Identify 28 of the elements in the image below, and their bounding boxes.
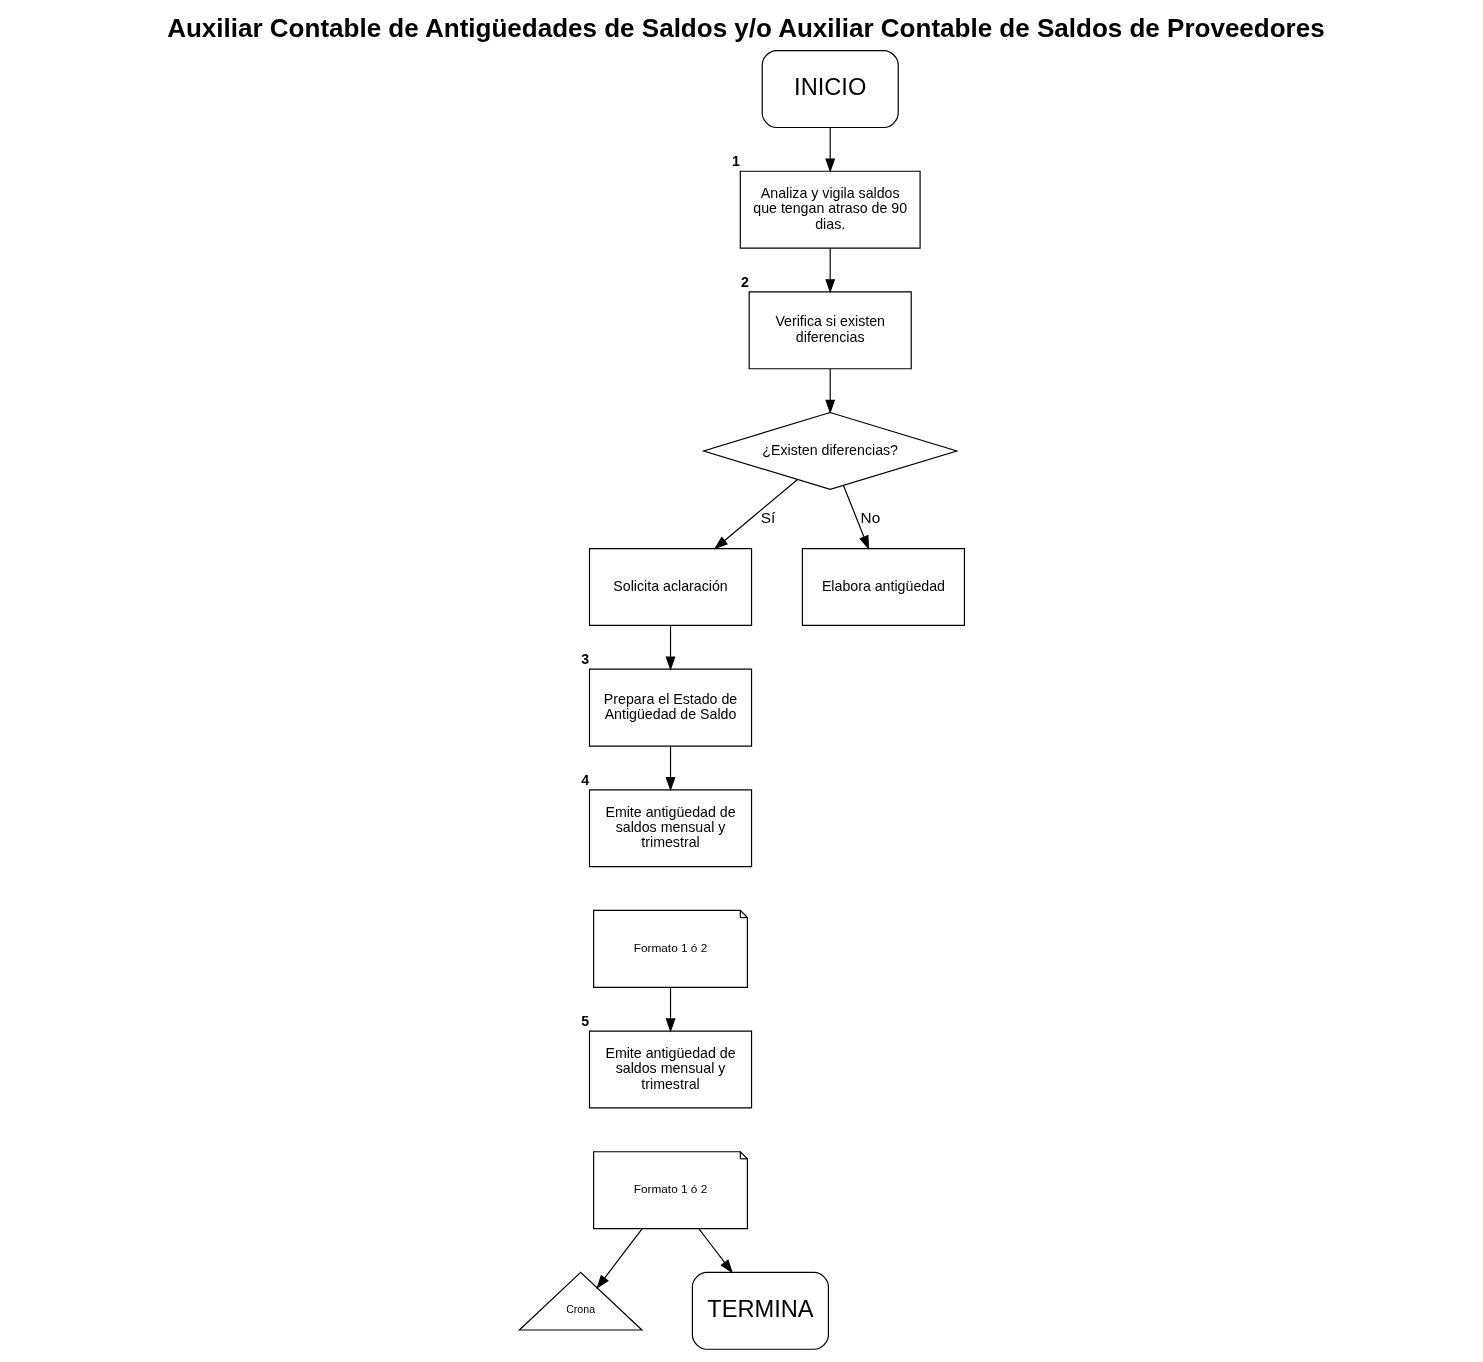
node-label: 1 bbox=[731, 153, 740, 170]
node-box: Prepara el Estado de Antigüedad de Saldo bbox=[588, 668, 752, 747]
edge-label: Sí bbox=[760, 508, 775, 526]
edge-label: No bbox=[860, 508, 880, 526]
node-box: Elabora antigüedad bbox=[801, 547, 965, 626]
arrow bbox=[595, 1228, 643, 1289]
arrow bbox=[665, 745, 675, 792]
node-diamond: ¿Existen diferencias? bbox=[701, 411, 959, 490]
node-box: Verifica si existen diferencias bbox=[748, 291, 912, 370]
arrow bbox=[824, 127, 835, 173]
node-box: TERMINA bbox=[691, 1271, 829, 1350]
node-label: 4 bbox=[580, 771, 589, 788]
arrow bbox=[713, 478, 798, 550]
diagram-title: Auxiliar Contable de Antigüedades de Saldos y/o Auxiliar Contable de Saldos de Proveedores bbox=[166, 13, 1325, 44]
node-label: 3 bbox=[580, 650, 589, 667]
arrow bbox=[842, 484, 869, 550]
node-box: Solicita aclaración bbox=[588, 547, 752, 626]
arrow bbox=[824, 247, 835, 294]
arrow bbox=[824, 368, 835, 414]
node-label: 2 bbox=[740, 273, 749, 290]
arrow bbox=[697, 1228, 733, 1274]
node-box: INICIO bbox=[761, 50, 899, 129]
arrow bbox=[665, 986, 675, 1033]
node-box: Analiza y vigila saldos que tengan atraso de 90 dias. bbox=[739, 170, 921, 249]
node-box: Emite antigüedad de saldos mensual y trimestral bbox=[588, 789, 752, 868]
arrow bbox=[665, 625, 675, 671]
node-label: 5 bbox=[580, 1012, 589, 1029]
node-box: Emite antigüedad de saldos mensual y trimestral bbox=[588, 1030, 752, 1109]
